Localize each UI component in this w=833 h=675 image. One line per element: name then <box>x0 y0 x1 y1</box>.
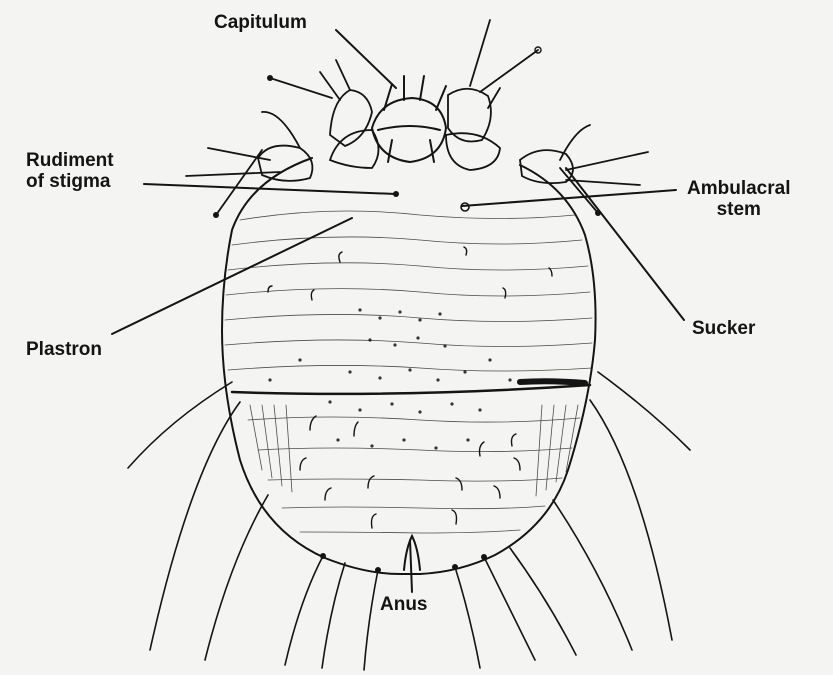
label-sucker: Sucker <box>692 318 755 339</box>
body-band <box>232 385 590 394</box>
spine-dots <box>268 308 511 449</box>
body-outline <box>222 158 596 574</box>
anal-cleft <box>404 536 420 570</box>
striations <box>225 211 592 533</box>
label-anus: Anus <box>380 594 428 615</box>
label-ambulacral-stem: Ambulacral stem <box>687 178 790 220</box>
legs-right <box>446 20 648 213</box>
setae <box>128 372 690 670</box>
capitulum-structure <box>372 76 446 162</box>
label-capitulum: Capitulum <box>214 12 307 33</box>
label-plastron: Plastron <box>26 339 102 360</box>
label-rudiment-of-stigma: Rudiment of stigma <box>26 150 114 192</box>
